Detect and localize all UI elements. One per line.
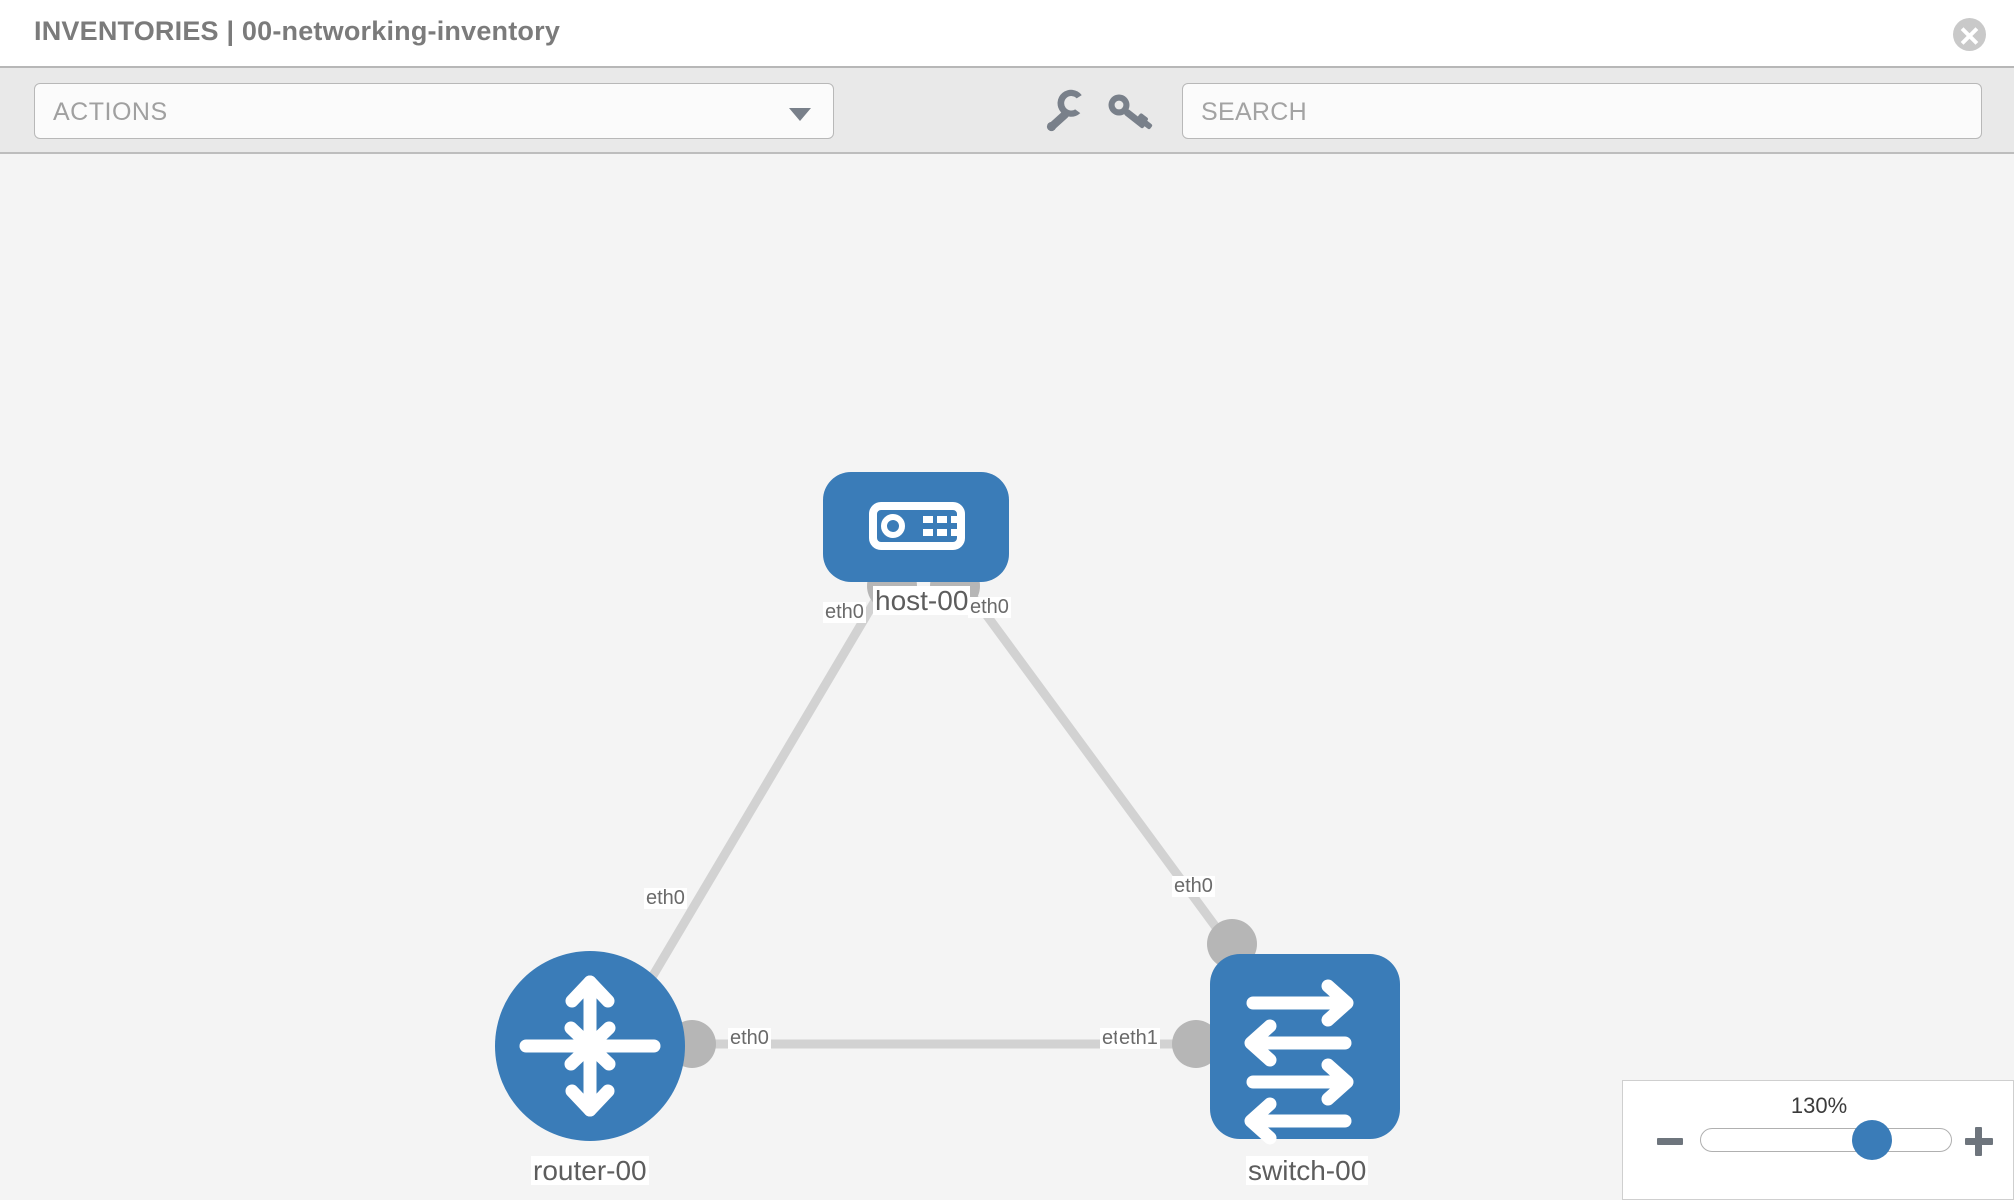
- zoom-out-button[interactable]: [1655, 1123, 1689, 1157]
- edge-label-host-right: eth0: [968, 596, 1011, 618]
- wrench-icon[interactable]: [1039, 86, 1091, 136]
- node-router-00[interactable]: [495, 951, 685, 1141]
- topology-canvas[interactable]: host-00 router-00 switch-00 eth0 eth0 et…: [0, 154, 2014, 1200]
- port-switch-eth1[interactable]: [1172, 1020, 1220, 1068]
- edge-label-router-upper: eth0: [644, 887, 687, 909]
- search-field[interactable]: [1182, 83, 1982, 139]
- switch-arrows-icon: [1244, 979, 1354, 1145]
- graph-edges: [644, 576, 1247, 1049]
- router-arrows-icon: [519, 975, 661, 1117]
- edge-host-router[interactable]: [644, 576, 892, 987]
- node-label-router: router-00: [531, 1155, 649, 1186]
- edge-label-router-right: eth0: [728, 1027, 771, 1049]
- zoom-slider-thumb[interactable]: [1852, 1120, 1892, 1160]
- node-switch-00[interactable]: [1210, 954, 1400, 1145]
- topology-graph: [495, 472, 1400, 1145]
- edge-label-switch-eth1: eth1: [1117, 1027, 1160, 1049]
- actions-dropdown-label: ACTIONS: [53, 98, 168, 126]
- zoom-level-value: 130%: [1790, 1093, 1848, 1118]
- zoom-control-panel: 130%: [1622, 1080, 2014, 1200]
- toolbar: ACTIONS: [0, 68, 2014, 154]
- zoom-slider-track[interactable]: [1700, 1128, 1952, 1152]
- edge-label-host-left: eth0: [823, 601, 866, 623]
- edge-host-switch[interactable]: [956, 576, 1247, 967]
- search-input[interactable]: [1201, 98, 1901, 127]
- edge-label-switch-upper: eth0: [1172, 875, 1215, 897]
- node-label-host: host-00: [873, 585, 971, 616]
- server-icon: [869, 502, 965, 550]
- page-title: INVENTORIES | 00-networking-inventory: [34, 16, 561, 46]
- node-label-switch: switch-00: [1246, 1155, 1369, 1186]
- zoom-in-button[interactable]: [1963, 1123, 1997, 1157]
- node-host-00[interactable]: [823, 472, 1009, 582]
- graph-ports: [668, 561, 1257, 1068]
- title-bar: INVENTORIES | 00-networking-inventory: [0, 0, 2014, 68]
- chevron-down-icon: [789, 108, 811, 121]
- actions-dropdown[interactable]: ACTIONS: [34, 83, 834, 139]
- close-icon[interactable]: [1953, 18, 1986, 51]
- key-icon[interactable]: [1103, 86, 1155, 136]
